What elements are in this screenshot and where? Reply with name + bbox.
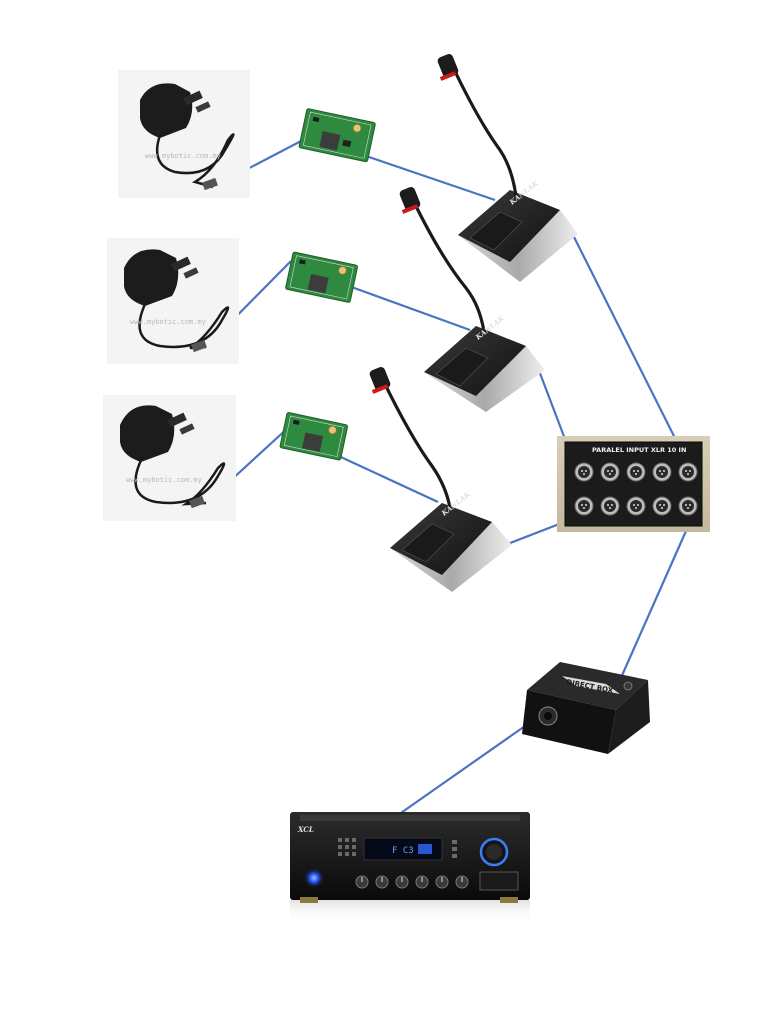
amplifier-button-grid	[338, 838, 457, 858]
amplifier-knob-row	[355, 875, 469, 889]
amplifier-knob	[435, 875, 449, 889]
amplifier-knob	[395, 875, 409, 889]
amplifier-brand: XCL	[297, 825, 314, 834]
buck-converter-1	[298, 108, 376, 163]
cable-converter1-to-mic1	[365, 154, 496, 202]
power-adapter-3: www.mybotic.com.my	[103, 395, 236, 521]
direct-box: DIRECT BOX	[522, 662, 650, 754]
amplifier-knob	[455, 875, 469, 889]
amplifier-button	[338, 852, 342, 856]
xlr-jack	[600, 462, 620, 482]
cable-converter2-to-mic2	[345, 283, 471, 332]
xlr-jack	[678, 462, 698, 482]
amplifier-button	[352, 852, 356, 856]
adapter-watermark: www.mybotic.com.my	[145, 152, 221, 160]
cable-converter3-to-mic3	[329, 451, 439, 503]
buck-converter-3	[279, 412, 349, 461]
xlr-jack	[574, 462, 594, 482]
xlr-jack-grid	[574, 462, 698, 516]
amplifier-button	[452, 854, 457, 858]
buck-converter-2	[285, 251, 358, 303]
adapter-watermark: www.mybotic.com.my	[126, 476, 202, 484]
cable-directbox-to-amplifier	[397, 711, 546, 816]
cable-panel-to-directbox	[618, 521, 692, 681]
cable-mic1-to-panel	[571, 232, 688, 463]
xlr-jack	[574, 496, 594, 516]
adapter-watermark: www.mybotic.com.my	[130, 318, 206, 326]
amplifier-button	[345, 845, 349, 849]
amplifier-button	[338, 845, 342, 849]
amplifier-button	[338, 838, 342, 842]
conference-microphone-1: KANLAK	[437, 54, 578, 282]
xlr-jack	[626, 496, 646, 516]
power-adapter-1: www.mybotic.com.my	[118, 70, 250, 198]
xlr-panel-title: PARALEL INPUT XLR 10 IN	[592, 446, 686, 454]
xlr-jack	[600, 496, 620, 516]
xlr-jack	[678, 496, 698, 516]
amplifier-display-text: F C3	[392, 846, 414, 856]
amplifier-knob	[375, 875, 389, 889]
xlr-jack	[652, 462, 672, 482]
xlr-input-panel: PARALEL INPUT XLR 10 IN	[557, 436, 710, 532]
amplifier-button	[452, 847, 457, 851]
power-adapter-2: www.mybotic.com.my	[107, 238, 239, 364]
amplifier-button	[345, 852, 349, 856]
amplifier: XCL F C3	[290, 812, 530, 922]
amplifier-display	[363, 837, 443, 861]
amplifier-button	[345, 838, 349, 842]
amplifier-knob	[415, 875, 429, 889]
amplifier-button	[452, 840, 457, 844]
amplifier-knob	[355, 875, 369, 889]
power-led	[304, 868, 324, 888]
xlr-jack	[626, 462, 646, 482]
amplifier-button	[352, 838, 356, 842]
amplifier-button	[352, 845, 356, 849]
xlr-jack	[652, 496, 672, 516]
